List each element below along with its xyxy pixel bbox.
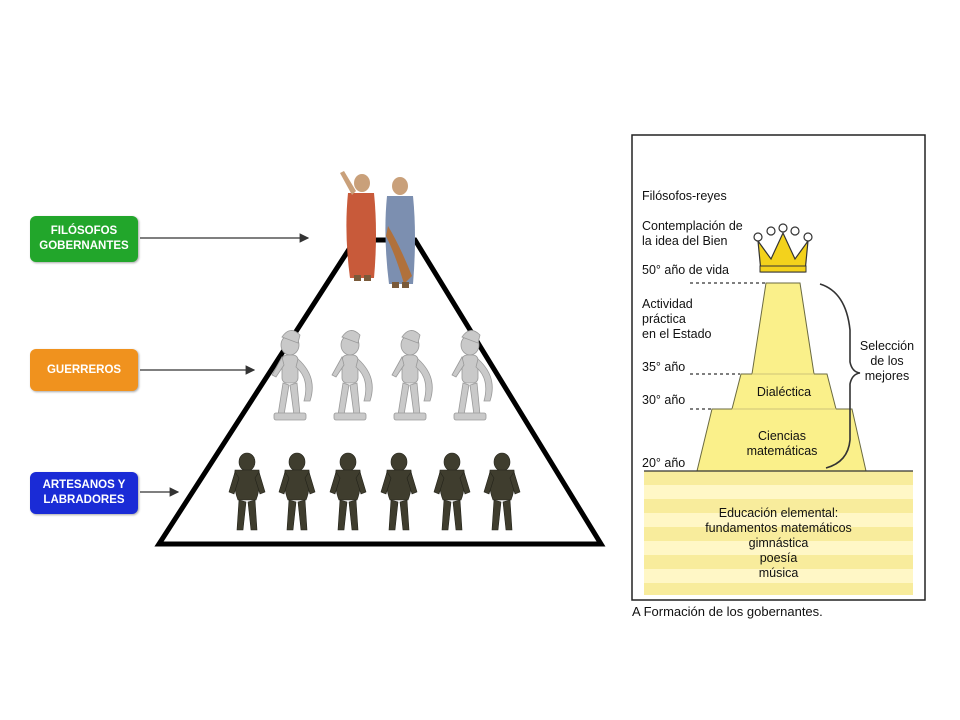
education-list: Educación elemental: fundamentos matemát… xyxy=(644,506,913,581)
philosopher-rulers-label: FILÓSOFOS GOBERNANTES xyxy=(30,216,138,262)
math-sciences-label: Ciencias matemáticas xyxy=(746,429,818,458)
education-item: fundamentos matemáticos xyxy=(705,521,852,535)
selection-brace xyxy=(819,283,861,469)
education-item: Educación elemental: xyxy=(718,506,839,520)
age-35-label: 35° año xyxy=(642,360,686,374)
warrior-statue-icon xyxy=(271,329,493,421)
age-20-label: 20° año xyxy=(642,456,686,470)
practical-activity-label: Actividad práctica en el Estado xyxy=(642,297,712,341)
selection-label: Selección de los mejores xyxy=(859,339,915,383)
age-50-label: 50° año de vida xyxy=(642,263,730,277)
education-panel xyxy=(631,134,926,601)
figure-caption: A Formación de los gobernantes. xyxy=(632,604,823,619)
artisans-label: ARTESANOS Y LABRADORES xyxy=(30,472,138,514)
crown-icon xyxy=(753,223,813,273)
age-30-label: 30° año xyxy=(642,393,686,407)
title-philosopher-kings: Filósofos-reyes xyxy=(642,189,727,203)
warriors-text: GUERREROS xyxy=(46,363,122,376)
bronze-figure-icon xyxy=(228,452,521,531)
philosopher-figures-icon xyxy=(340,171,415,288)
social-pyramid xyxy=(154,237,606,547)
warriors-label: GUERREROS xyxy=(30,349,138,391)
education-item: gimnástica xyxy=(748,536,809,550)
philosopher-rulers-text: FILÓSOFOS GOBERNANTES xyxy=(39,225,129,252)
dialectic-label: Dialéctica xyxy=(756,385,812,399)
education-item: poesía xyxy=(759,551,798,565)
education-base xyxy=(644,471,913,595)
contemplation-label: Contemplación de la idea del Bien xyxy=(642,219,743,248)
artisans-text: ARTESANOS Y LABRADORES xyxy=(42,479,126,506)
education-item: música xyxy=(758,566,799,580)
